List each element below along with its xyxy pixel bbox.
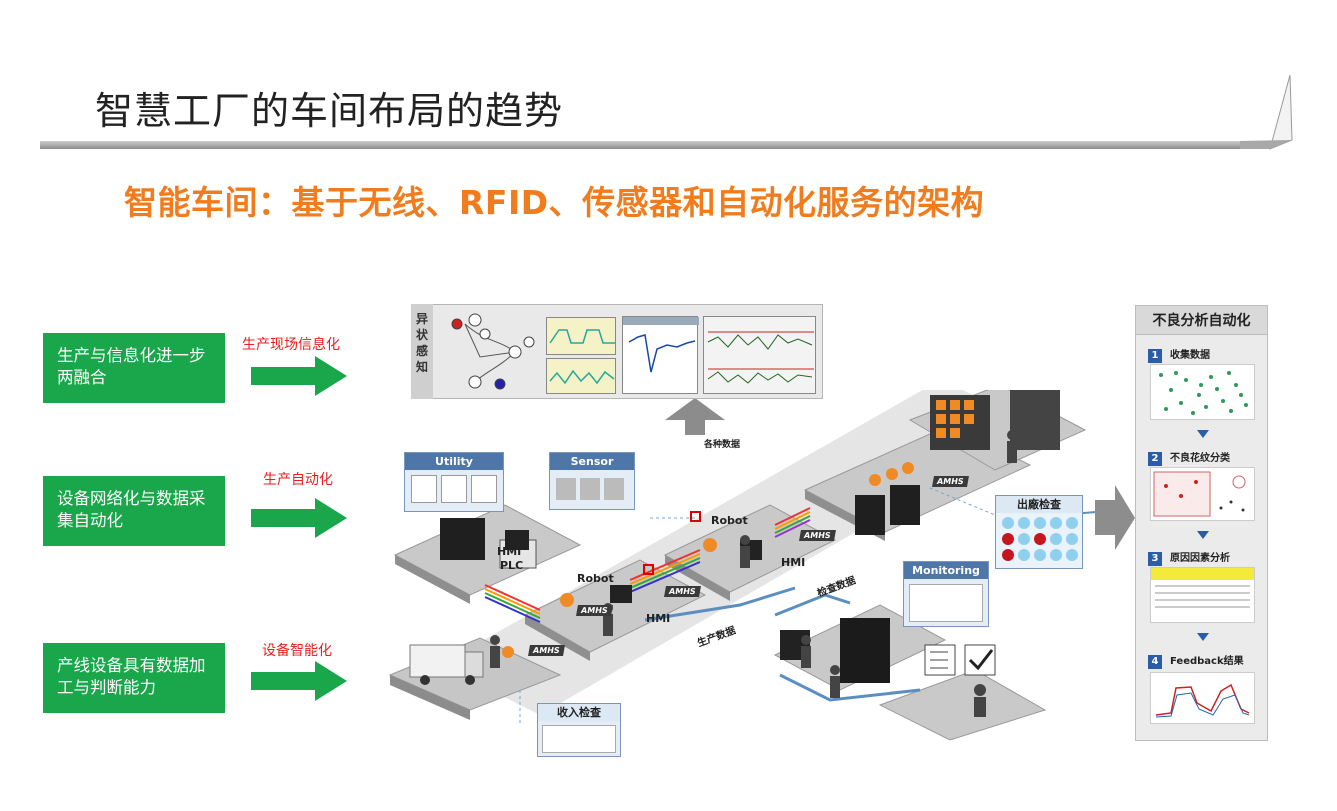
outbound-inspection-box: 出廠检查 [995, 495, 1083, 569]
faucet-icon [471, 475, 497, 503]
feature-label-2: 生产自动化 [263, 472, 333, 488]
mini-chart-2 [546, 358, 616, 394]
amhs-tag: AMHS [576, 605, 613, 616]
data-arrow-label: 各种数据 [704, 440, 741, 450]
sensing-label: 异状感知 [415, 312, 428, 374]
sensor-icon [556, 478, 576, 500]
feature-box-1: 生产与信息化进一步两融合 [43, 333, 225, 403]
step-2-label: 不良花纹分类 [1170, 453, 1230, 464]
fire-icon [441, 475, 467, 503]
inbound-screen [542, 725, 616, 753]
step-arrow-icon [1197, 633, 1209, 641]
amhs-tag: AMHS [664, 586, 701, 597]
slide-title: 智慧工厂的车间布局的趋势 [95, 89, 564, 133]
amhs-tag: AMHS [799, 530, 836, 541]
subtitle: 智能车间：基于无线、RFID、传感器和自动化服务的架构 [124, 183, 985, 222]
factory-illustration [388, 390, 1135, 741]
monitoring-label: Monitoring [904, 562, 988, 579]
classification-thumbnail [1150, 467, 1255, 521]
hmi-label: HMI [497, 545, 522, 558]
sensor-icon [604, 478, 624, 500]
amhs-tag: AMHS [932, 476, 969, 487]
sensor-box: Sensor [549, 452, 635, 510]
panel-header-bg [1135, 305, 1268, 335]
inbound-label: 收入检查 [538, 704, 620, 721]
robot-label-1: Robot [577, 572, 614, 585]
sensing-label-bg [411, 304, 433, 399]
feedback-thumbnail [1150, 672, 1255, 724]
light-bulb-icon [411, 475, 437, 503]
inbound-inspection-box: 收入检查 [537, 703, 621, 757]
monitoring-box: Monitoring [903, 561, 989, 627]
panel-title: 不良分析自动化 [1152, 313, 1251, 329]
title-divider [40, 141, 1268, 149]
utility-box: Utility [404, 452, 504, 512]
step-4-label: Feedback结果 [1170, 656, 1244, 667]
plc-label: PLC [500, 559, 524, 572]
step-arrow-icon [1197, 531, 1209, 539]
step-1-label: 收集数据 [1170, 350, 1210, 361]
mini-chart-1 [546, 317, 616, 355]
network-graph [451, 313, 535, 390]
sensor-label: Sensor [550, 453, 634, 470]
hmi-label-b: HMI [781, 556, 806, 569]
arrow-right-icon [251, 661, 347, 701]
outbound-label: 出廠检查 [996, 496, 1082, 513]
robot-label-2: Robot [711, 514, 748, 527]
scatter-thumbnail [1150, 364, 1255, 420]
mini-chart-3 [622, 316, 699, 394]
hmi-label-a: HMI [646, 612, 671, 625]
mini-chart-4 [703, 316, 816, 394]
step-3-label: 原因因素分析 [1170, 553, 1230, 564]
feature-label-3: 设备智能化 [262, 643, 332, 659]
page-curl [1240, 74, 1293, 150]
feature-label-1: 生产现场信息化 [242, 337, 340, 353]
inspection-dots [1002, 517, 1078, 561]
step-arrow-icon [1197, 430, 1209, 438]
feature-box-2: 设备网络化与数据采集自动化 [43, 476, 225, 546]
utility-label: Utility [405, 453, 503, 470]
monitoring-screen [909, 584, 983, 622]
arrow-right-icon [251, 498, 347, 538]
sensor-icon [580, 478, 600, 500]
amhs-tag: AMHS [528, 645, 565, 656]
table-header-bar [1151, 568, 1254, 580]
arrow-right-icon [251, 356, 347, 396]
cause-table-thumbnail [1150, 567, 1255, 623]
feature-box-3: 产线设备具有数据加工与判断能力 [43, 643, 225, 713]
